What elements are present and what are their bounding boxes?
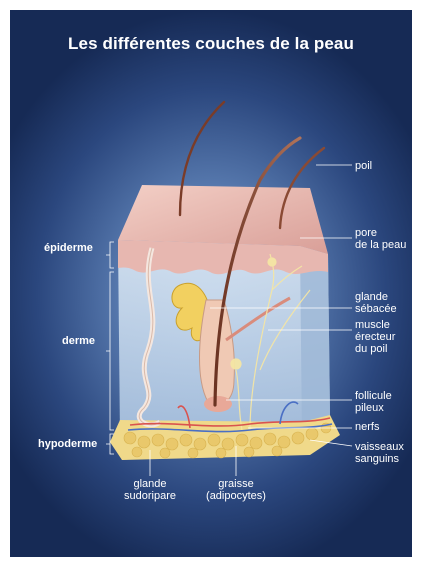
dermis-side [300,246,330,438]
label-derme: derme [62,335,95,347]
derme-bracket [106,272,114,430]
label-hypoderme: hypoderme [38,438,97,450]
label-graisse-adipocytes: graisse(adipocytes) [196,478,276,502]
label-nerfs: nerfs [355,421,379,433]
skin-cross-section [10,10,412,557]
label-poil: poil [355,160,372,172]
label-epiderme: épiderme [44,242,93,254]
epiderme-bracket [106,242,114,268]
illustration-frame: Les différentes couches de la peau [10,10,412,557]
